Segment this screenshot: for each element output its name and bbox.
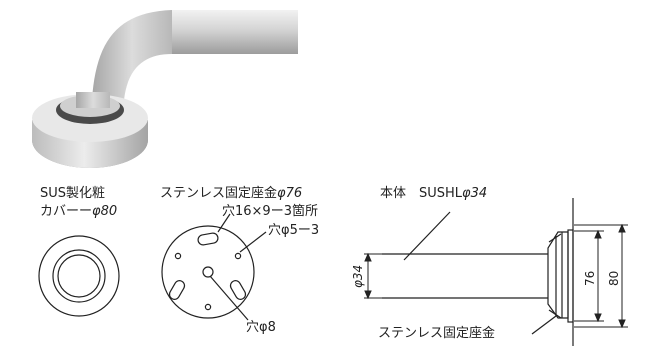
product-photo bbox=[32, 10, 298, 168]
side-view bbox=[382, 198, 574, 346]
dim-80 bbox=[574, 223, 628, 329]
body-label: 本体 SUSHLφ34 bbox=[380, 186, 487, 201]
dim-76 bbox=[574, 229, 604, 323]
pipe-dimension bbox=[364, 252, 382, 300]
plate-front-view bbox=[161, 213, 267, 321]
cover-label-line2: カバーーφ80 bbox=[40, 204, 117, 219]
dim-80-label: 80 bbox=[607, 271, 621, 286]
plate-center-hole-label: 穴φ8 bbox=[246, 320, 276, 335]
pipe-diameter-label: φ34 bbox=[351, 265, 365, 288]
cover-front-view bbox=[38, 235, 120, 317]
plate-slot-hole-label: 穴16×9ー3箇所 bbox=[222, 203, 318, 219]
plate-small-hole-label: 穴φ5ー3 bbox=[268, 223, 319, 238]
cover-label-line1: SUS製化粧 bbox=[40, 186, 105, 201]
dim-76-label: 76 bbox=[583, 271, 597, 286]
plate-title-label: ステンレス固定座金φ76 bbox=[160, 185, 302, 201]
plate-bottom-label: ステンレス固定座金 bbox=[378, 325, 495, 341]
